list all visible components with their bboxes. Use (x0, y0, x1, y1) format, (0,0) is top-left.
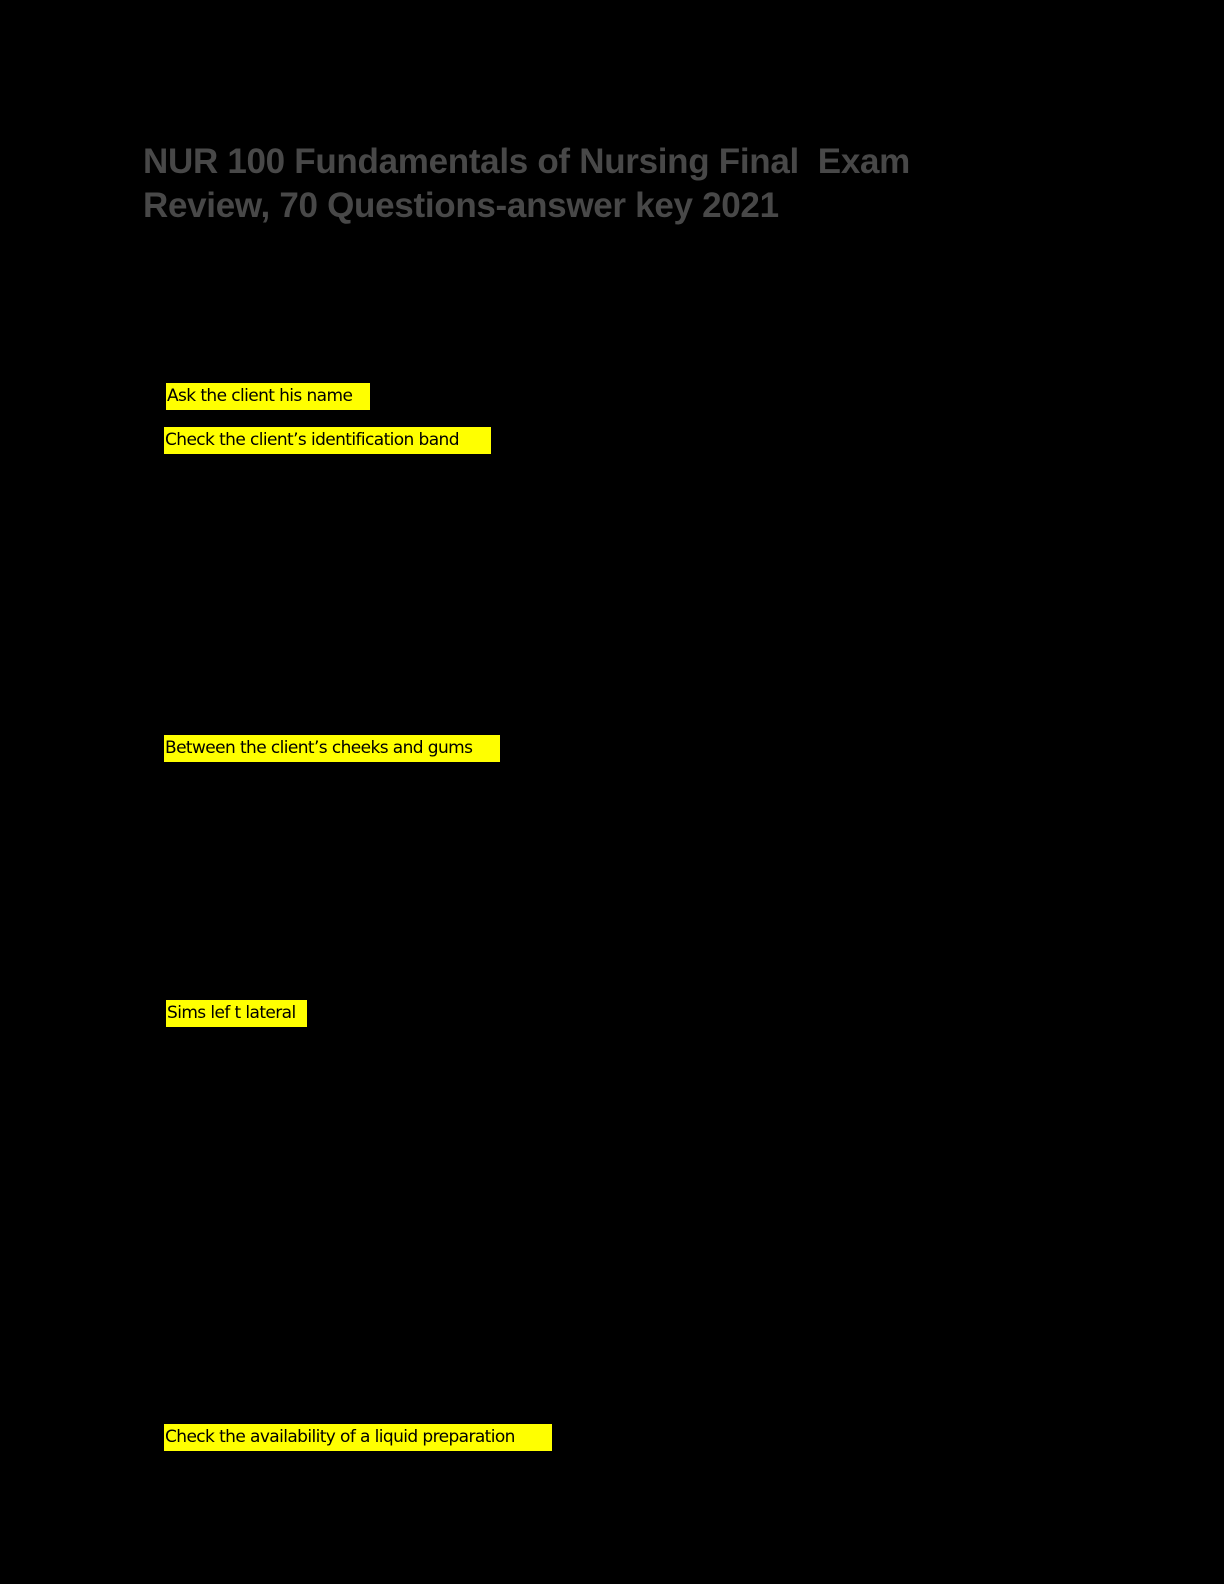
highlighted-answer: Ask the client his name (166, 383, 370, 410)
highlighted-answer: Check the client’s identification band (164, 427, 491, 454)
title-line-1: NUR 100 Fundamentals of Nursing Final Ex… (143, 142, 910, 181)
highlighted-answer: Check the availability of a liquid prepa… (164, 1424, 552, 1451)
highlighted-answer: Between the client’s cheeks and gums (164, 735, 500, 762)
document-title: NUR 100 Fundamentals of Nursing Final Ex… (143, 140, 1043, 228)
highlighted-answer: Sims lef t lateral (166, 1000, 307, 1027)
title-line-2: Review, 70 Questions-answer key 2021 (143, 186, 779, 225)
